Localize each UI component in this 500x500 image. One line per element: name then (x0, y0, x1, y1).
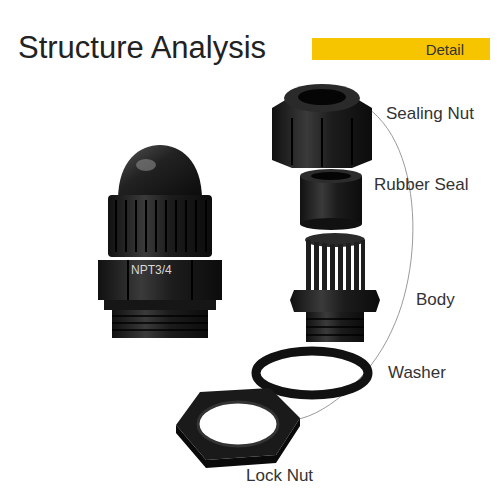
dome-cap (118, 145, 202, 200)
thread (112, 310, 208, 338)
sealing-nut (272, 84, 372, 168)
sealing-nut-top (284, 84, 360, 112)
body-part (290, 233, 380, 342)
seal-top (300, 169, 362, 183)
body-hex (290, 290, 380, 312)
seal-hole (311, 172, 351, 180)
part-name: Sealing Nut (386, 104, 474, 124)
hex-edge (191, 260, 193, 300)
part-name: Lock Nut (246, 466, 313, 486)
sealing-nut-ribs (292, 118, 352, 167)
cap-nut (108, 195, 212, 257)
lock-nut-part (176, 388, 300, 468)
washer-ring (256, 351, 368, 395)
lock-nut-hole-rim (198, 402, 278, 446)
band-text: Detail (426, 41, 464, 58)
body-fingers (306, 240, 365, 290)
hex-body (98, 260, 222, 300)
detail-band: Detail (312, 38, 490, 60)
sealing-nut-hole (298, 89, 346, 105)
flange (104, 300, 216, 310)
part-name: Washer (388, 363, 446, 383)
thread-grooves (112, 316, 208, 330)
seal-bottom (300, 218, 362, 230)
lock-nut-hole (198, 402, 278, 446)
assembled-gland (98, 145, 222, 338)
thread-size-marking: NPT3/4 (131, 263, 172, 277)
seal-body (300, 176, 362, 224)
rubber-seal (300, 169, 362, 230)
title: Structure Analysis (18, 30, 266, 66)
part-name: Body (416, 290, 455, 310)
body-thread (306, 312, 364, 342)
hex-edge (127, 260, 129, 300)
cap-ribs (116, 200, 206, 252)
washer-part (256, 351, 368, 395)
part-name: Rubber Seal (374, 175, 469, 195)
body-grooves (306, 319, 364, 335)
dome-highlight (136, 159, 156, 171)
